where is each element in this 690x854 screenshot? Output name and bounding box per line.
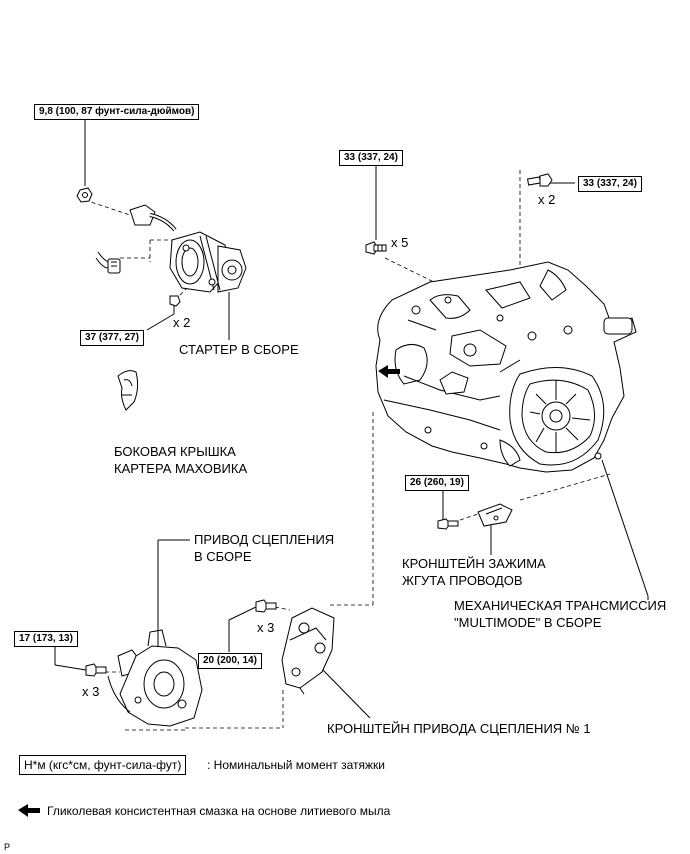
clutch-bracket-bolt <box>255 599 277 613</box>
torque-trans-upper-right: 33 (337, 24) <box>578 176 642 192</box>
torque-clutch-actuator: 17 (173, 13) <box>14 631 78 647</box>
torque-starter-nut: 9,8 (100, 87 фунт-сила-дюймов) <box>34 104 200 120</box>
label-clutch-actuator-2: В СБОРЕ <box>194 549 252 564</box>
qty-trans-upper-right: x 2 <box>538 192 556 207</box>
legend-grease-text: Гликолевая консистентная смазка на основ… <box>47 804 391 818</box>
starter-nut <box>76 187 93 203</box>
starter-assembly <box>129 204 247 293</box>
starter-bolt <box>169 295 181 314</box>
corner-mark: P <box>4 842 11 852</box>
grease-arrow-icon <box>378 365 400 378</box>
transmission-assembly <box>375 261 637 473</box>
torque-trans-upper-left: 33 (337, 24) <box>339 150 403 166</box>
wiring-connector <box>95 251 121 274</box>
label-transmission-1: МЕХАНИЧЕСКАЯ ТРАНСМИССИЯ <box>454 598 667 613</box>
qty-clutch-bracket: x 3 <box>257 620 275 635</box>
dashed-lines <box>84 170 611 731</box>
trans-bolt-left <box>365 241 387 255</box>
legend-grease-arrow-icon <box>18 804 40 817</box>
clutch-actuator-bolt <box>85 663 107 677</box>
flywheel-side-cover <box>117 370 139 411</box>
label-flywheel-cover-1: БОКОВАЯ КРЫШКА <box>114 444 236 459</box>
label-harness-bracket-1: КРОНШТЕЙН ЗАЖИМА <box>402 556 546 571</box>
trans-bolt-right <box>526 173 553 187</box>
label-starter: СТАРТЕР В СБОРЕ <box>179 342 299 357</box>
torque-starter-bolt: 37 (377, 27) <box>80 330 144 346</box>
clutch-release-bracket <box>281 607 335 695</box>
label-harness-bracket-2: ЖГУТА ПРОВОДОВ <box>402 573 523 588</box>
harness-bracket <box>437 503 513 530</box>
label-clutch-actuator-1: ПРИВОД СЦЕПЛЕНИЯ <box>194 532 335 547</box>
torque-clutch-bracket: 20 (200, 14) <box>198 653 262 669</box>
qty-clutch-actuator: x 3 <box>82 684 100 699</box>
clutch-actuator-assembly <box>107 629 203 727</box>
label-clutch-bracket: КРОНШТЕЙН ПРИВОДА СЦЕПЛЕНИЯ № 1 <box>327 721 591 736</box>
legend-torque-unit: Н*м (кгс*см, фунт-сила-фут) <box>19 755 187 775</box>
qty-starter-bolt: x 2 <box>173 315 191 330</box>
qty-trans-upper-left: x 5 <box>391 235 409 250</box>
label-flywheel-cover-2: КАРТЕРА МАХОВИКА <box>114 461 248 476</box>
legend-torque-text: : Номинальный момент затяжки <box>207 758 385 772</box>
torque-harness-bracket: 26 (260, 19) <box>405 475 469 491</box>
label-transmission-2: "MULTIMODE" В СБОРЕ <box>454 615 602 630</box>
